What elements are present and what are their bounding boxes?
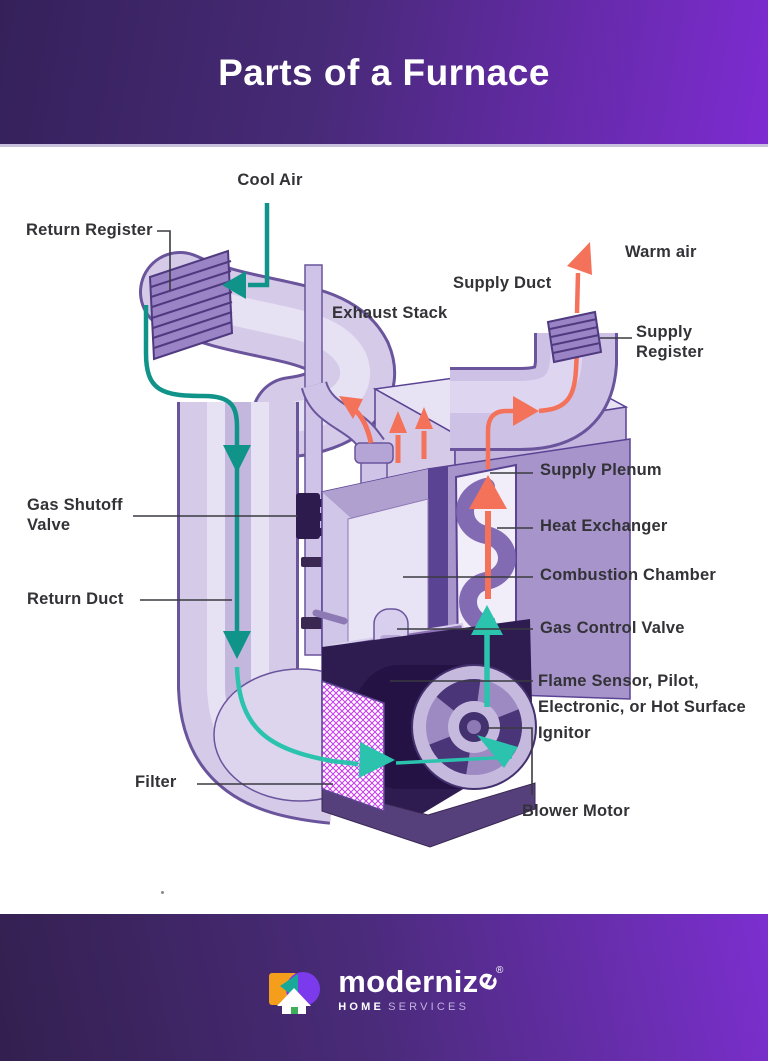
furnace-diagram: Cool Air Return Register Exhaust Stack S… xyxy=(0,147,768,914)
label-cool-air: Cool Air xyxy=(237,171,303,189)
label-gas-control-valve: Gas Control Valve xyxy=(540,619,685,637)
label-return-register: Return Register xyxy=(26,221,153,239)
label-warm-air: Warm air xyxy=(625,243,697,261)
return-flow-arrow xyxy=(143,305,251,659)
blower-motor-drum xyxy=(411,664,537,790)
label-heat-exchanger: Heat Exchanger xyxy=(540,517,668,535)
stray-dot xyxy=(161,891,164,894)
header-banner: Parts of a Furnace xyxy=(0,0,768,147)
warm-air-arrow xyxy=(567,242,592,314)
modernize-logo-icon xyxy=(269,971,321,1014)
pointer-return-register xyxy=(157,230,171,290)
label-supply-register: Supply Register xyxy=(636,323,704,361)
label-gas-shutoff-valve: Gas Shutoff Valve xyxy=(27,496,123,534)
registered-mark: ® xyxy=(496,965,504,976)
blower-intake-arrow xyxy=(395,735,518,768)
furnace-illustration xyxy=(133,203,632,848)
exhaust-flow-arrows xyxy=(339,396,433,463)
supply-flow-arrow xyxy=(485,351,580,469)
supply-register-grill xyxy=(546,310,603,364)
brand-wordmark: modernize® xyxy=(338,964,506,999)
pointer-lines xyxy=(133,230,632,795)
filter-panel xyxy=(321,679,385,813)
label-blower-motor: Blower Motor xyxy=(522,802,630,820)
heat-exchanger-intake-arrow xyxy=(471,605,503,707)
pointer-blower-motor xyxy=(487,727,533,795)
exhaust-stack-pipe xyxy=(301,264,326,656)
label-combustion-chamber: Combustion Chamber xyxy=(540,566,716,584)
page-title: Parts of a Furnace xyxy=(218,52,550,93)
filter-flow-arrow xyxy=(234,666,395,778)
cool-air-arrow xyxy=(222,203,270,299)
label-supply-duct: Supply Duct xyxy=(453,274,552,292)
label-exhaust-stack: Exhaust Stack xyxy=(332,304,448,322)
label-filter: Filter xyxy=(135,773,177,791)
label-supply-plenum: Supply Plenum xyxy=(540,461,662,479)
label-flame-sensor: Flame Sensor, Pilot, Electronic, or Hot … xyxy=(538,672,746,742)
heat-exchanger-flow-arrow xyxy=(469,475,507,599)
label-return-duct: Return Duct xyxy=(27,590,124,608)
